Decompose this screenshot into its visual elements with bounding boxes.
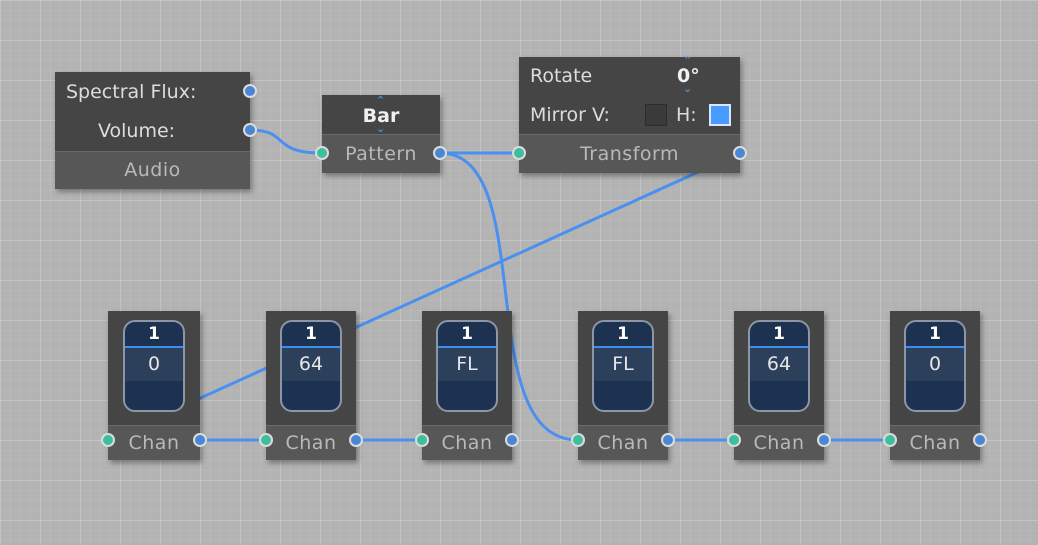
pattern-node[interactable]: ⌃ Bar ⌄ Pattern — [322, 95, 440, 173]
chan-node-title: Chan — [734, 425, 824, 460]
wire-volume-to-pattern[interactable] — [248, 128, 324, 155]
audio-node-title: Audio — [55, 151, 250, 189]
chan-top-value: 1 — [125, 322, 183, 348]
chan-2-input-port[interactable] — [259, 433, 273, 447]
chan-1-output-port[interactable] — [193, 433, 207, 447]
chan-value: 64 — [750, 348, 808, 381]
chan-4-input-port[interactable] — [571, 433, 585, 447]
pattern-decrement-icon[interactable]: ⌄ — [376, 122, 386, 135]
chan-node-4[interactable]: 1 FL Chan — [578, 311, 668, 460]
chan-value: 64 — [282, 348, 340, 381]
chan-6-output-port[interactable] — [973, 433, 987, 447]
chan-node-title: Chan — [108, 425, 200, 460]
chan-3-input-port[interactable] — [415, 433, 429, 447]
rotate-label: Rotate — [530, 65, 593, 87]
pattern-output-port[interactable] — [433, 146, 447, 160]
chan-top-value: 1 — [750, 322, 808, 348]
chan-2-output-port[interactable] — [349, 433, 363, 447]
chan-value-display[interactable]: 1 FL — [592, 320, 654, 412]
mirror-v-label: Mirror V: — [530, 104, 610, 126]
pattern-node-title: Pattern — [322, 134, 440, 173]
chan-5-output-port[interactable] — [817, 433, 831, 447]
chan-top-value: 1 — [282, 322, 340, 348]
chan-value-display[interactable]: 1 64 — [280, 320, 342, 412]
chan-6-input-port[interactable] — [883, 433, 897, 447]
mirror-h-checkbox[interactable] — [709, 104, 731, 126]
chan-value-display[interactable]: 1 0 — [123, 320, 185, 412]
chan-top-value: 1 — [594, 322, 652, 348]
chan-node-3[interactable]: 1 FL Chan — [422, 311, 512, 460]
chan-value: FL — [438, 348, 496, 381]
chan-node-title: Chan — [266, 425, 356, 460]
wire-transform-to-chan-1[interactable] — [106, 151, 742, 442]
pattern-increment-icon[interactable]: ⌃ — [376, 94, 386, 107]
pattern-input-port[interactable] — [315, 146, 329, 160]
spectral-flux-output-port[interactable] — [243, 84, 257, 98]
pattern-value[interactable]: Bar — [362, 105, 400, 127]
transform-input-port[interactable] — [512, 146, 526, 160]
rotate-increment-icon[interactable]: ⌃ — [683, 54, 693, 67]
volume-output-port[interactable] — [243, 123, 257, 137]
rotate-decrement-icon[interactable]: ⌄ — [683, 82, 693, 95]
chan-node-title: Chan — [578, 425, 668, 460]
wire-pattern-to-chan-4[interactable] — [438, 151, 580, 442]
chan-node-6[interactable]: 1 0 Chan — [890, 311, 980, 460]
volume-label: Volume: — [98, 120, 176, 142]
chan-5-input-port[interactable] — [727, 433, 741, 447]
chan-node-2[interactable]: 1 64 Chan — [266, 311, 356, 460]
chan-value: 0 — [125, 348, 183, 381]
rotate-value[interactable]: 0° — [677, 65, 700, 87]
chan-4-output-port[interactable] — [661, 433, 675, 447]
chan-node-title: Chan — [422, 425, 512, 460]
mirror-v-checkbox[interactable] — [645, 104, 667, 126]
audio-node[interactable]: Spectral Flux: Volume: Audio — [55, 72, 250, 189]
chan-top-value: 1 — [906, 322, 964, 348]
chan-top-value: 1 — [438, 322, 496, 348]
spectral-flux-label: Spectral Flux: — [66, 81, 197, 103]
chan-value: FL — [594, 348, 652, 381]
chan-3-output-port[interactable] — [505, 433, 519, 447]
chan-node-5[interactable]: 1 64 Chan — [734, 311, 824, 460]
mirror-h-label: H: — [676, 104, 697, 126]
transform-output-port[interactable] — [733, 146, 747, 160]
chan-1-input-port[interactable] — [101, 433, 115, 447]
chan-value-display[interactable]: 1 0 — [904, 320, 966, 412]
chan-value-display[interactable]: 1 64 — [748, 320, 810, 412]
chan-node-title: Chan — [890, 425, 980, 460]
transform-node-title: Transform — [519, 134, 740, 173]
chan-node-1[interactable]: 1 0 Chan — [108, 311, 200, 460]
transform-node[interactable]: Rotate ⌃ 0° ⌄ Mirror V: H: Transform — [519, 54, 740, 173]
chan-value-display[interactable]: 1 FL — [436, 320, 498, 412]
chan-value: 0 — [906, 348, 964, 381]
